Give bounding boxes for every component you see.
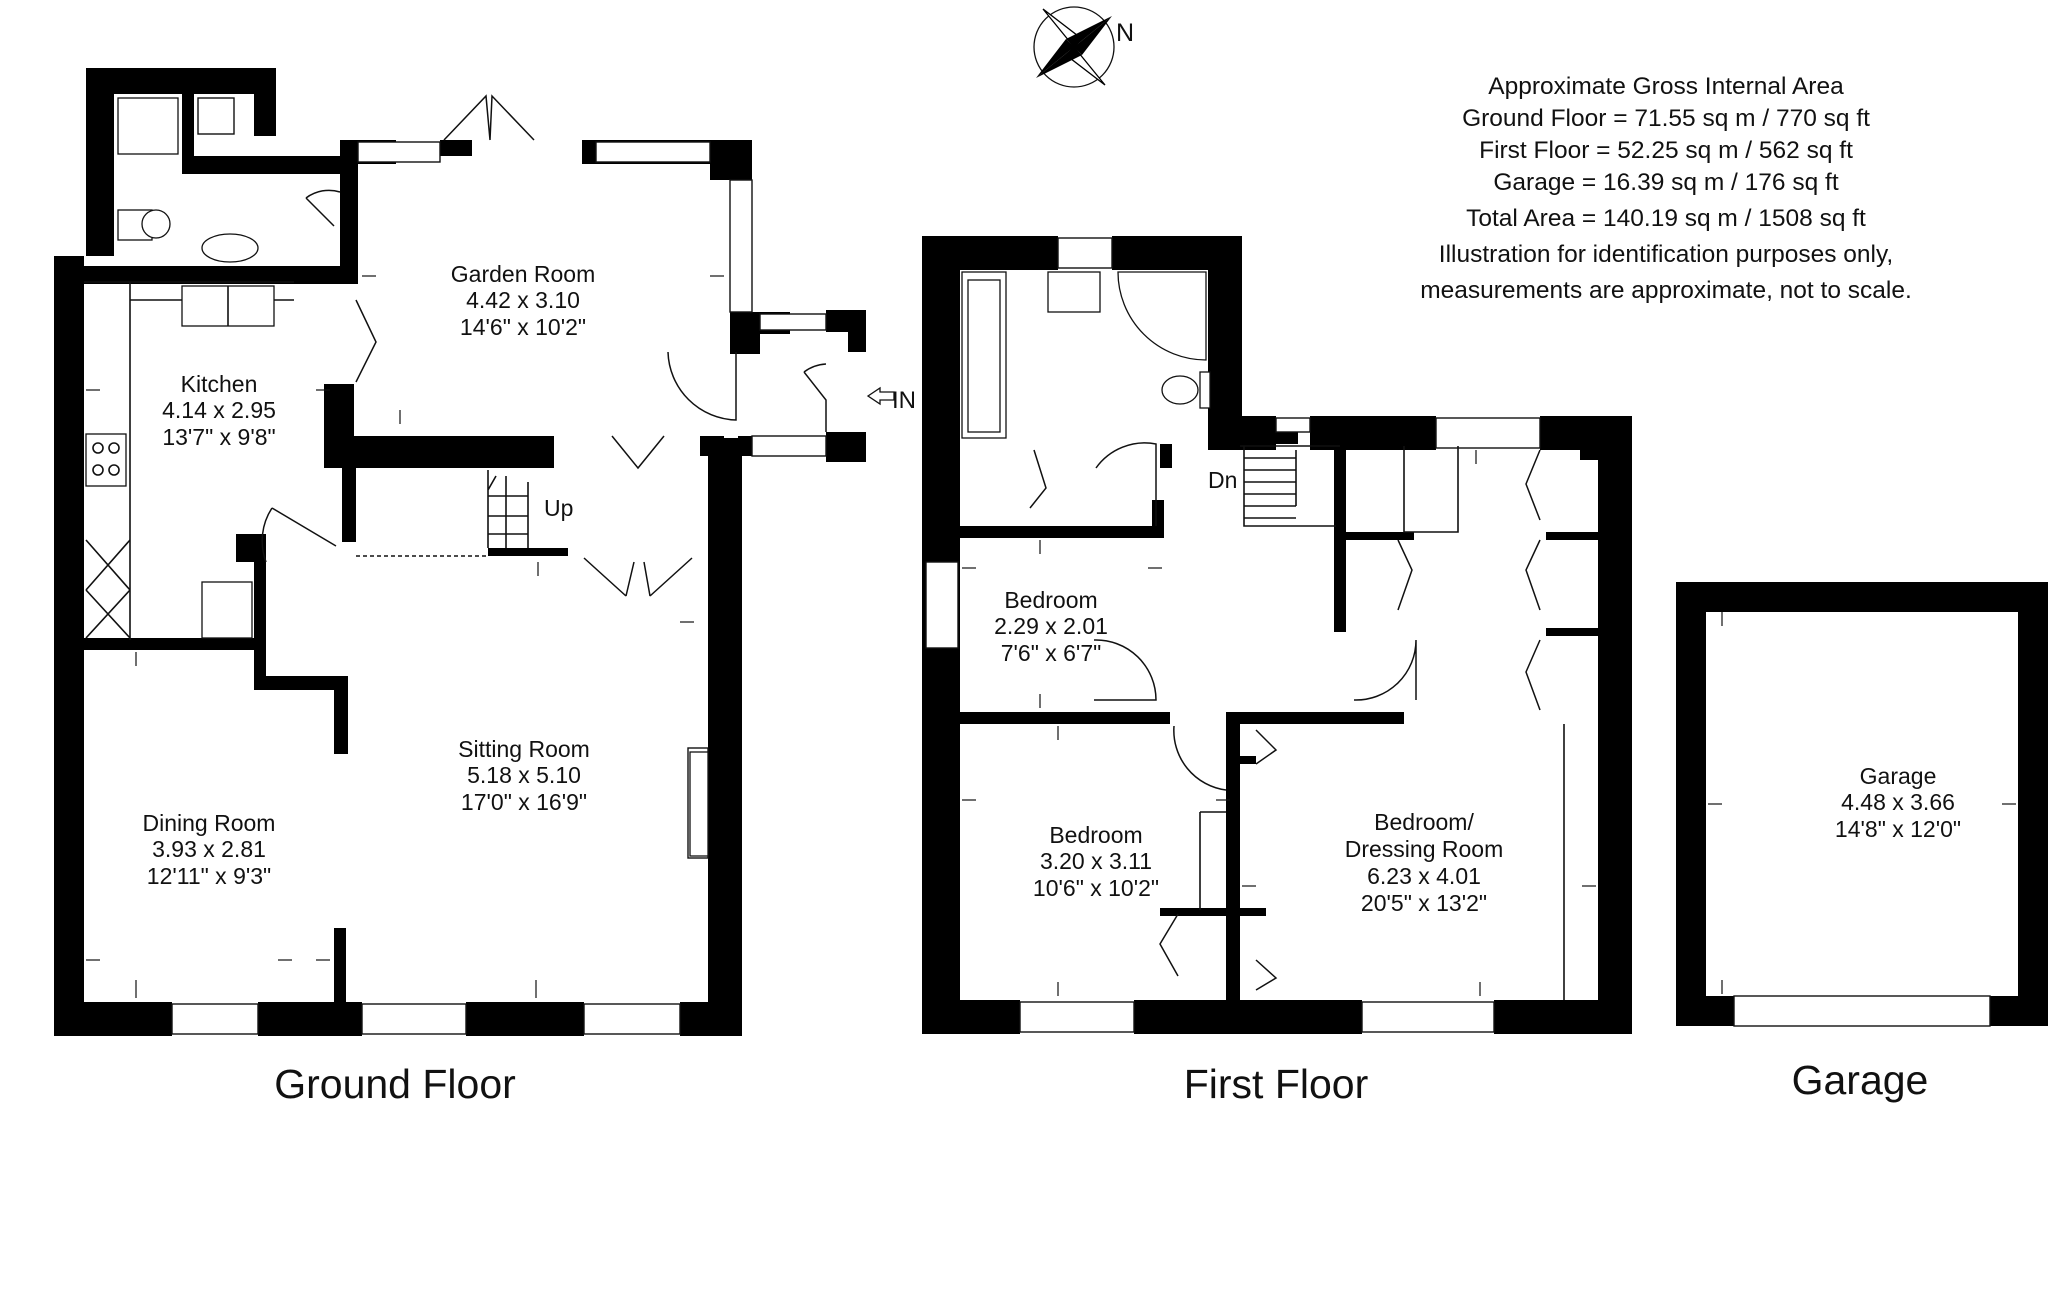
garage-title: Garage bbox=[1792, 1057, 1929, 1103]
garage-metric: 4.48 x 3.66 bbox=[1841, 789, 1955, 815]
area-line-total: Total Area = 140.19 sq m / 1508 sq ft bbox=[1466, 205, 1866, 232]
compass-north-label: N bbox=[1116, 19, 1134, 47]
sitting-room-imperial: 17'0" x 16'9" bbox=[461, 789, 587, 815]
dining-room-metric: 3.93 x 2.81 bbox=[152, 836, 266, 862]
area-summary: Approximate Gross Internal Area Ground F… bbox=[1420, 73, 1912, 304]
stairs-down-label: Dn bbox=[1208, 467, 1237, 493]
ground-floor-plan: IN Up Garden Room 4.42 x 3.10 14'6" x 10… bbox=[54, 68, 916, 1107]
sitting-room-name: Sitting Room bbox=[458, 736, 590, 762]
sitting-room-metric: 5.18 x 5.10 bbox=[467, 762, 581, 788]
entrance-label: IN bbox=[892, 387, 916, 414]
dining-room-name: Dining Room bbox=[143, 810, 276, 836]
bedroom-small-metric: 2.29 x 2.01 bbox=[994, 613, 1108, 639]
ground-floor-title: Ground Floor bbox=[274, 1061, 516, 1107]
bedroom-large-metric: 3.20 x 3.11 bbox=[1040, 848, 1152, 874]
area-line-first: First Floor = 52.25 sq m / 562 sq ft bbox=[1479, 137, 1853, 164]
garden-room-metric: 4.42 x 3.10 bbox=[466, 287, 580, 313]
kitchen-name: Kitchen bbox=[181, 371, 258, 397]
first-floor-title: First Floor bbox=[1184, 1061, 1369, 1107]
bedroom-small-name: Bedroom bbox=[1004, 587, 1097, 613]
bedroom-large-name: Bedroom bbox=[1049, 822, 1142, 848]
garden-room-name: Garden Room bbox=[451, 261, 595, 287]
kitchen-metric: 4.14 x 2.95 bbox=[162, 397, 276, 423]
bedroom-dressing-imperial: 20'5" x 13'2" bbox=[1361, 890, 1487, 916]
bedroom-small-imperial: 7'6" x 6'7" bbox=[1001, 640, 1102, 666]
bedroom-dressing-name-1: Bedroom/ bbox=[1374, 809, 1474, 835]
compass-rose: N bbox=[1033, 6, 1134, 88]
bedroom-large-imperial: 10'6" x 10'2" bbox=[1033, 875, 1159, 901]
bedroom-dressing-metric: 6.23 x 4.01 bbox=[1367, 863, 1481, 889]
area-line-ground: Ground Floor = 71.55 sq m / 770 sq ft bbox=[1462, 105, 1870, 132]
garage-plan: Garage 4.48 x 3.66 14'8" x 12'0" Garage bbox=[1676, 582, 2048, 1103]
disclaimer-line-1: Illustration for identification purposes… bbox=[1439, 241, 1893, 268]
disclaimer-line-2: measurements are approximate, not to sca… bbox=[1420, 277, 1912, 304]
garage-name: Garage bbox=[1860, 763, 1937, 789]
first-floor-plan: Dn Bedroom 2.29 x 2.01 7'6" x 6'7" Bedr bbox=[922, 236, 1632, 1107]
area-line-title: Approximate Gross Internal Area bbox=[1488, 73, 1844, 100]
garage-imperial: 14'8" x 12'0" bbox=[1835, 816, 1961, 842]
stairs-up-label: Up bbox=[544, 495, 573, 521]
bedroom-dressing-name-2: Dressing Room bbox=[1345, 836, 1504, 862]
kitchen-imperial: 13'7" x 9'8" bbox=[162, 424, 275, 450]
dining-room-imperial: 12'11" x 9'3" bbox=[147, 863, 271, 889]
area-line-garage: Garage = 16.39 sq m / 176 sq ft bbox=[1493, 169, 1838, 196]
garden-room-imperial: 14'6" x 10'2" bbox=[460, 314, 586, 340]
